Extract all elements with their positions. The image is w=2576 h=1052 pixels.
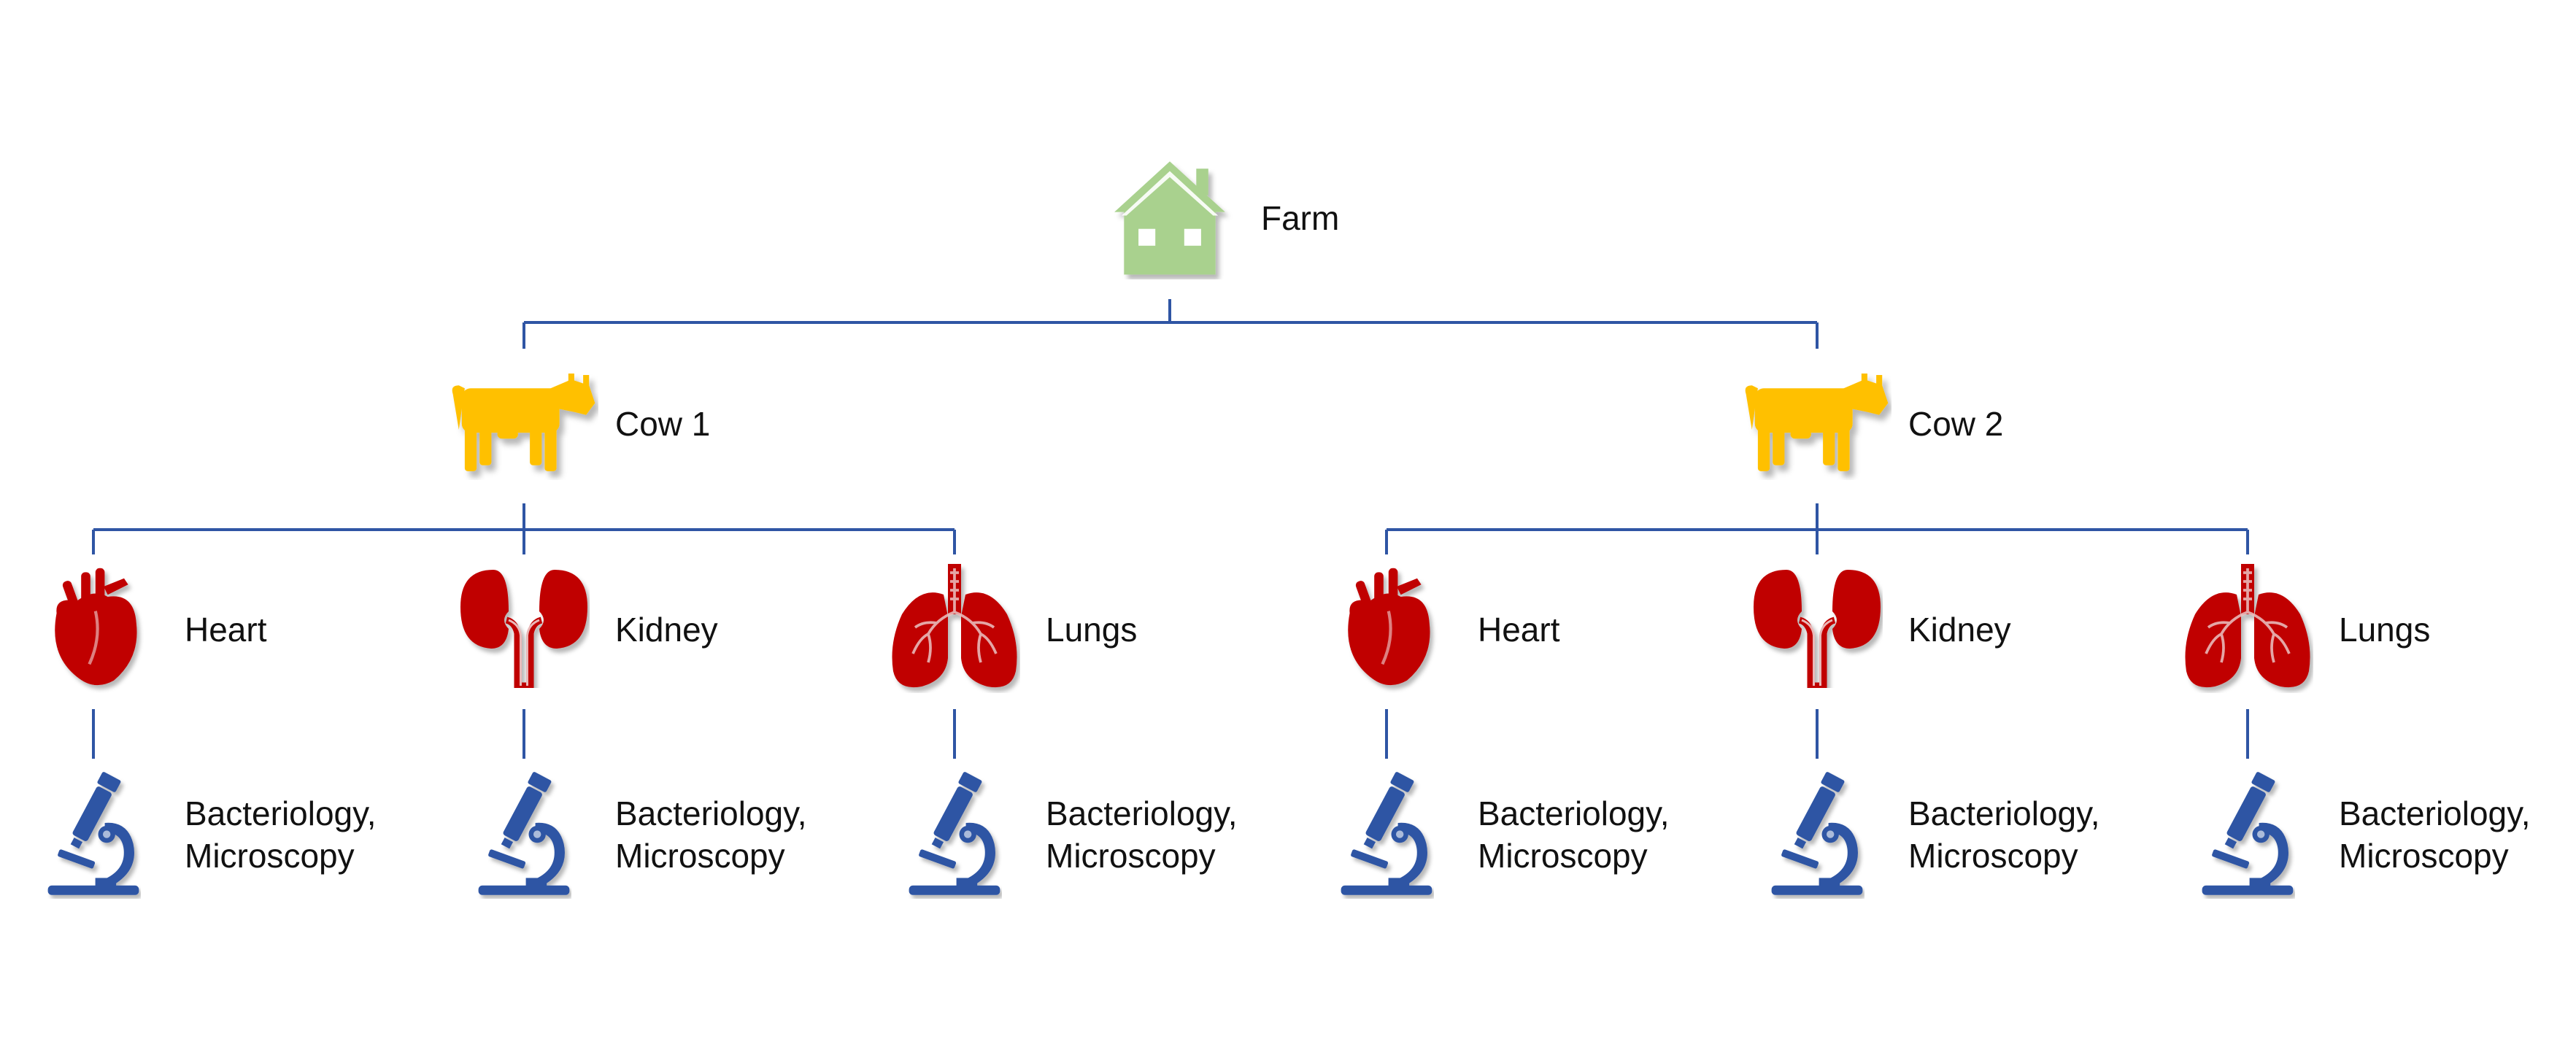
kidney-icon — [458, 568, 590, 689]
test-label-line-1: Bacteriology, — [1478, 794, 1670, 832]
test-label-line-1: Bacteriology, — [1908, 794, 2100, 832]
organ-label: Lungs — [1046, 611, 1138, 649]
microscope-icon — [1339, 766, 1434, 899]
lungs-icon — [2182, 562, 2313, 693]
test-label-line-2: Microscopy — [2339, 837, 2509, 875]
organ-label: Kidney — [1908, 611, 2011, 649]
test-label-line-2: Microscopy — [1046, 837, 1216, 875]
microscope-icon — [477, 766, 571, 899]
microscope-icon — [907, 766, 1002, 899]
kidney-icon — [1751, 568, 1883, 689]
cow-label: Cow 1 — [615, 405, 711, 443]
cow-icon — [1743, 374, 1891, 480]
heart-icon — [42, 562, 144, 693]
microscope-icon — [46, 766, 141, 899]
organ-label: Heart — [185, 611, 267, 649]
organ-label: Heart — [1478, 611, 1560, 649]
test-label-line-2: Microscopy — [1478, 837, 1648, 875]
microscope-icon — [2200, 766, 2295, 899]
test-label-line-1: Bacteriology, — [1046, 794, 1238, 832]
test-label-line-1: Bacteriology, — [185, 794, 377, 832]
lungs-icon — [889, 562, 1020, 693]
cow-label: Cow 2 — [1908, 405, 2004, 443]
farm-label: Farm — [1261, 199, 1340, 237]
test-label-line-1: Bacteriology, — [2339, 794, 2531, 832]
microscope-icon — [1770, 766, 1864, 899]
test-label-line-2: Microscopy — [1908, 837, 2078, 875]
organ-label: Kidney — [615, 611, 718, 649]
heart-icon — [1335, 562, 1438, 693]
organ-label: Lungs — [2339, 611, 2431, 649]
test-label-line-1: Bacteriology, — [615, 794, 807, 832]
cow-icon — [450, 374, 598, 480]
test-label-line-2: Microscopy — [615, 837, 785, 875]
house-icon — [1100, 159, 1239, 279]
test-label-line-2: Microscopy — [185, 837, 355, 875]
